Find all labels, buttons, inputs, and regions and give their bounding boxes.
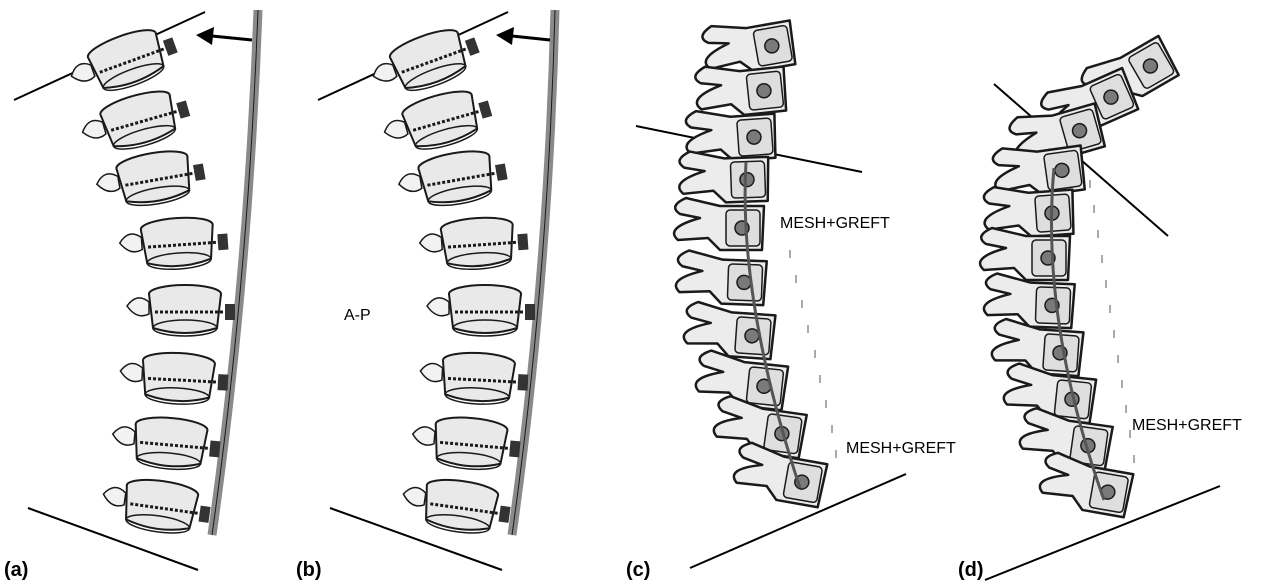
annotation-a-p: A-P <box>344 307 371 325</box>
left-arrow-icon <box>496 27 550 45</box>
annotation-mesh-greft-d: MESH+GREFT <box>1132 417 1242 435</box>
panel-b-spine <box>318 10 555 570</box>
annotation-mesh-greft-c-upper: MESH+GREFT <box>780 215 890 233</box>
panel-d-spine <box>980 29 1220 580</box>
panel-label-d: (d) <box>958 559 984 582</box>
left-arrow-icon <box>196 27 252 45</box>
panel-a-spine <box>14 10 258 570</box>
annotation-mesh-greft-c-lower: MESH+GREFT <box>846 440 956 458</box>
panel-c-spine <box>636 13 906 568</box>
panel-label-b: (b) <box>296 559 322 582</box>
panel-label-a: (a) <box>4 559 28 582</box>
panel-label-c: (c) <box>626 559 650 582</box>
